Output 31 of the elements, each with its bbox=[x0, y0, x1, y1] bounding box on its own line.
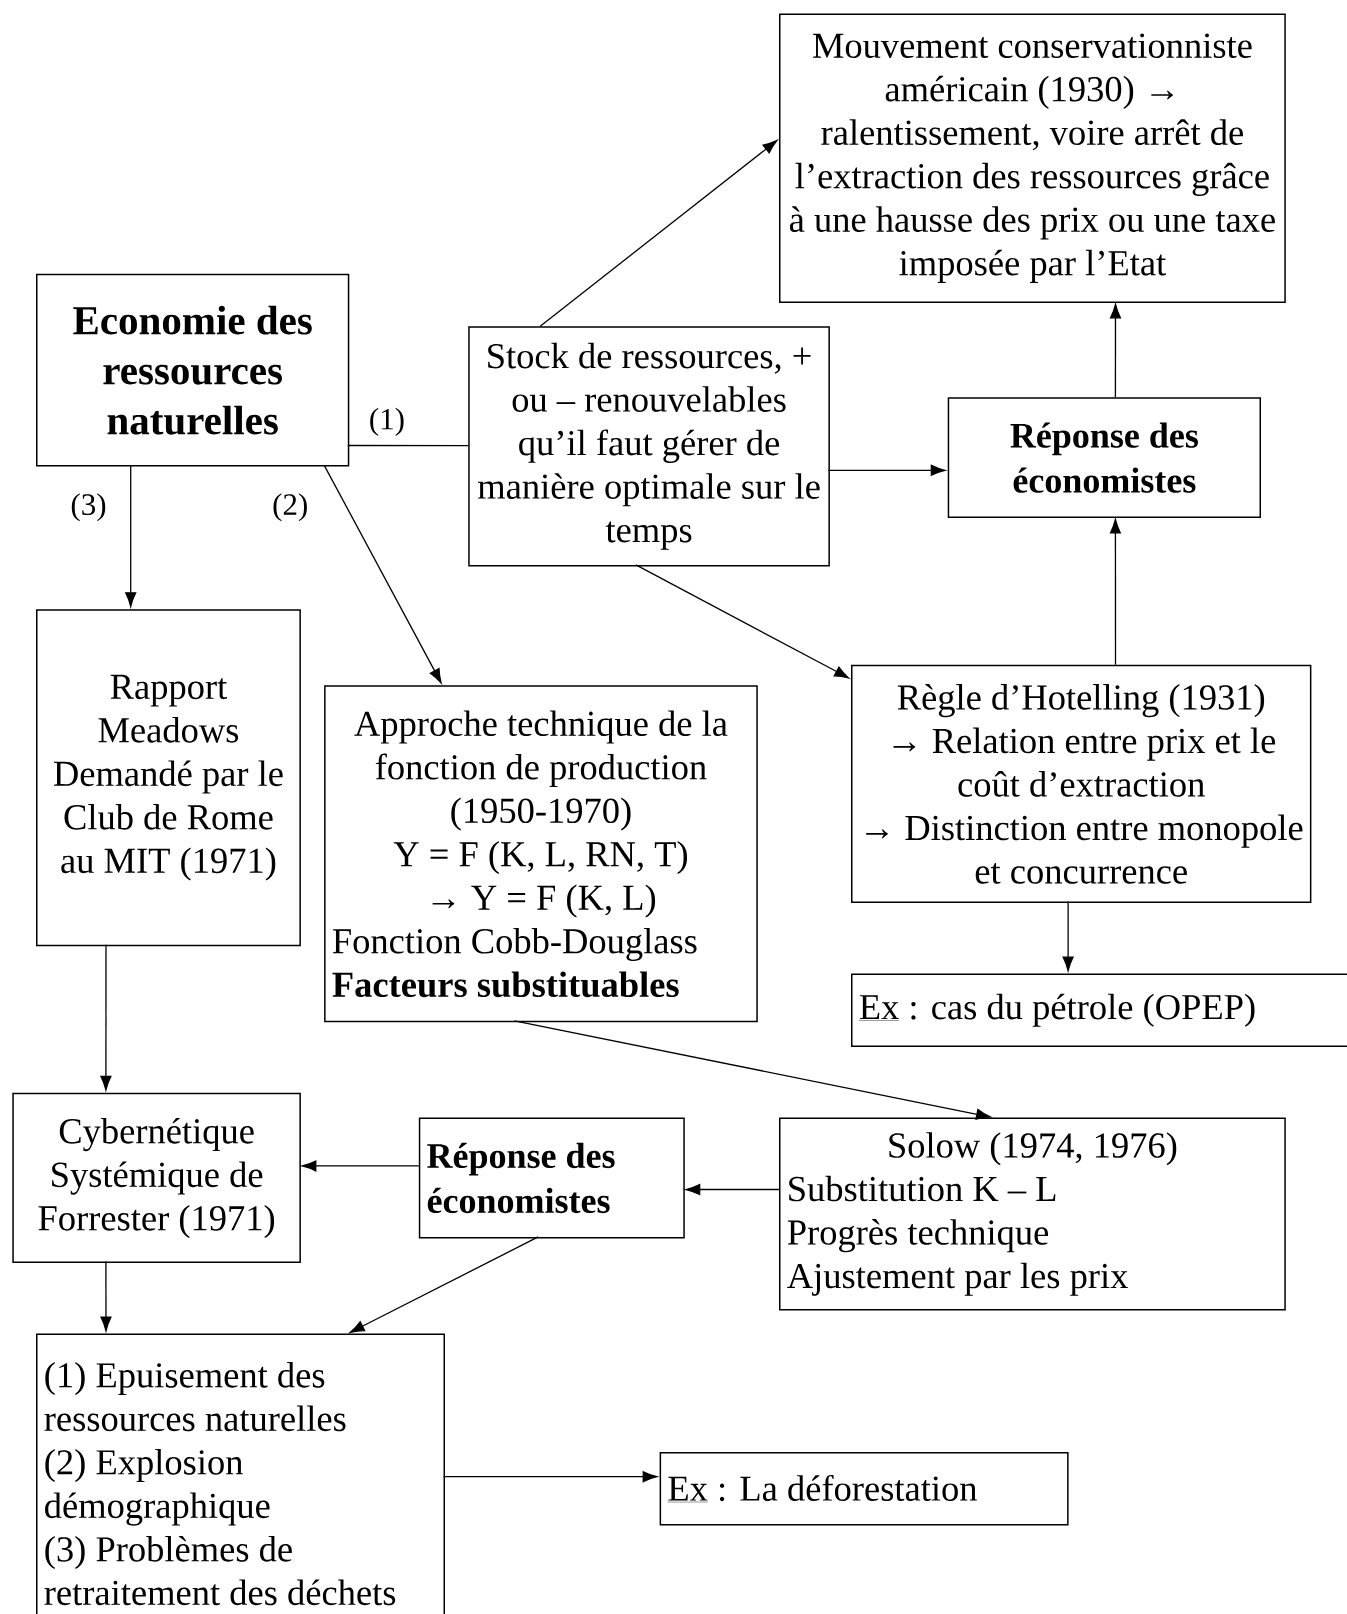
example-box: Ex : La déforestation bbox=[659, 1452, 1069, 1526]
text-box: Réponse des économistes bbox=[418, 1117, 685, 1239]
arrow bbox=[100, 1260, 112, 1332]
arrow bbox=[513, 1020, 991, 1120]
text-box: Solow (1974, 1976) Substitution K – L Progrès technique Ajustement par les prix bbox=[779, 1117, 1286, 1311]
edge-label: (3) bbox=[71, 493, 106, 522]
text-box: Règle d’Hotelling (1931) → Relation entre prix et le coût d’extraction → Distinction entre monopole et concurrence bbox=[851, 664, 1312, 903]
arrow bbox=[442, 1471, 658, 1483]
text-box: Stock de ressources, + ou – renouvelables qu’il faut gérer de manière optimale sur le temps bbox=[468, 326, 830, 567]
title-box: Economie des ressources naturelles bbox=[36, 273, 350, 467]
text-box: (1) Epuisement des ressources naturelles (2) Explosion démographique (3) Problèmes de retraitement des déchets bbox=[36, 1333, 445, 1614]
arrow bbox=[349, 1236, 539, 1333]
arrow bbox=[301, 1160, 420, 1172]
arrow bbox=[685, 1183, 780, 1196]
arrow bbox=[1062, 900, 1074, 972]
edge-label: (1) bbox=[370, 407, 404, 436]
text-box: Cybernétique Systémique de Forrester (1971) bbox=[12, 1092, 301, 1264]
arrow bbox=[100, 944, 112, 1091]
text-box: Mouvement conservationniste américain (1930) → ralentissement, voire arrêt de l’extraction des ressources grâce à une hausse des prix ou une taxe imposée par l’Etat bbox=[779, 13, 1286, 303]
text-box: Rapport Meadows Demandé par le Club de Rome au MIT (1971) bbox=[36, 609, 301, 947]
text-box: Approche technique de la fonction de production (1950-1970) Y = F (K, L, RN, T) → Y = F (K, L) Fonction Cobb-Douglass Facteurs substituables bbox=[324, 685, 758, 1023]
arrow bbox=[323, 464, 442, 684]
arrow bbox=[827, 464, 946, 476]
text-box: Réponse des économistes bbox=[947, 397, 1261, 519]
arrow bbox=[539, 140, 778, 327]
arrow bbox=[1109, 303, 1122, 398]
arrow bbox=[635, 564, 850, 679]
arrow bbox=[1109, 518, 1121, 666]
example-box: Ex : cas du pétrole (OPEP) bbox=[851, 973, 1347, 1047]
edge-label: (2) bbox=[273, 493, 307, 522]
arrow bbox=[125, 464, 137, 607]
